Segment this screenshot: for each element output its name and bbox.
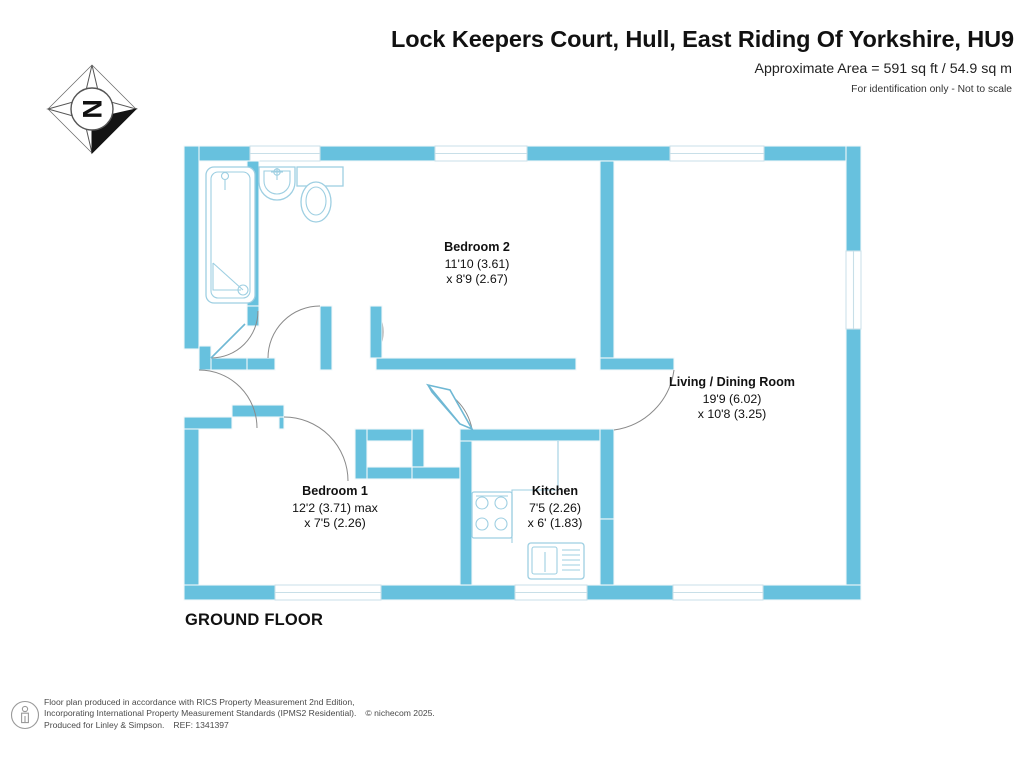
window-top-2 bbox=[434, 145, 528, 162]
wall-bed2-right bbox=[599, 160, 675, 371]
wall-left bbox=[183, 145, 200, 601]
footer-line-3: Produced for Linley & Simpson. REF: 13413… bbox=[44, 720, 435, 731]
header: Lock Keepers Court, Hull, East Riding Of… bbox=[0, 0, 1024, 110]
room-label-living-dining-room: Living / Dining Room 19'9 (6.02) x 10'8 … bbox=[641, 375, 823, 423]
door-hall-upper-left bbox=[198, 369, 258, 429]
wall-top bbox=[183, 145, 862, 162]
approximate-area: Approximate Area = 591 sq ft / 54.9 sq m bbox=[754, 61, 1013, 77]
window-bottom-1 bbox=[274, 584, 382, 601]
wall-bed2-bottom bbox=[375, 357, 577, 371]
kitchen-worktop-line bbox=[511, 441, 559, 543]
footer-line-1: Floor plan produced in accordance with R… bbox=[44, 697, 355, 707]
disclaimer-text: For identification only - Not to scale bbox=[851, 84, 1012, 95]
produced-for-text: Produced for Linley & Simpson. bbox=[44, 719, 165, 730]
bath-tub-icon bbox=[205, 166, 256, 304]
footer: Floor plan produced in accordance with R… bbox=[10, 697, 530, 747]
wall-kitchen-right bbox=[599, 428, 615, 586]
wall-hall-upper bbox=[246, 357, 276, 371]
person-in-circle-icon bbox=[10, 700, 40, 730]
door-kitchen bbox=[425, 383, 474, 431]
footer-line-2: Incorporating International Property Mea… bbox=[44, 708, 435, 719]
room-dimension-1: 11'10 (3.61) bbox=[444, 256, 510, 271]
compass-rose-icon: N bbox=[44, 63, 140, 155]
wall-bed2-left bbox=[319, 305, 333, 371]
room-dimension-2: x 10'8 (3.25) bbox=[697, 407, 767, 421]
wall-kitchen-left bbox=[459, 428, 473, 586]
footer-text: Floor plan produced in accordance with R… bbox=[44, 697, 435, 731]
wall-right bbox=[845, 145, 862, 601]
room-label-kitchen: Kitchen 7'5 (2.26) x 6' (1.83) bbox=[484, 484, 626, 532]
room-dimension-2: x 8'9 (2.67) bbox=[446, 272, 508, 286]
room-name: Bedroom 1 bbox=[302, 484, 368, 498]
wash-basin-icon bbox=[258, 166, 296, 201]
reference-number: REF: 1341397 bbox=[173, 719, 229, 730]
copyright-text: © nichecom 2025. bbox=[365, 708, 435, 719]
room-name: Living / Dining Room bbox=[669, 375, 795, 389]
room-dimension-1: 12'2 (3.71) max bbox=[292, 500, 378, 515]
window-right bbox=[845, 250, 862, 330]
window-bottom-2 bbox=[514, 584, 588, 601]
room-dimension-2: x 6' (1.83) bbox=[527, 516, 583, 530]
room-dimension-1: 7'5 (2.26) bbox=[529, 500, 581, 515]
page-title: Lock Keepers Court, Hull, East Riding Of… bbox=[390, 26, 1014, 52]
room-label-bedroom-2: Bedroom 2 11'10 (3.61) x 8'9 (2.67) bbox=[386, 240, 568, 288]
room-dimension-2: x 7'5 (2.26) bbox=[304, 516, 366, 530]
room-dimension-1: 19'9 (6.02) bbox=[702, 391, 762, 406]
wall-kitchen-top bbox=[459, 428, 613, 442]
room-label-bedroom-1: Bedroom 1 12'2 (3.71) max x 7'5 (2.26) bbox=[244, 484, 426, 532]
wall-bathroom-jamb bbox=[198, 345, 212, 371]
wall-bed1-top bbox=[183, 416, 285, 430]
window-top-1 bbox=[249, 145, 321, 162]
room-name: Kitchen bbox=[531, 484, 579, 498]
compass-north-letter: N bbox=[77, 99, 107, 119]
door-hall-cupboard bbox=[267, 305, 321, 359]
window-bottom-3 bbox=[672, 584, 764, 601]
door-bedroom-2 bbox=[369, 305, 384, 359]
room-name: Bedroom 2 bbox=[444, 240, 510, 254]
wall-bed1-door-jamb bbox=[231, 404, 285, 418]
toilet-icon bbox=[296, 166, 344, 223]
door-living-opening bbox=[613, 369, 675, 431]
door-bathroom bbox=[210, 310, 259, 359]
kitchen-sink-icon bbox=[527, 542, 585, 580]
floor-level-label: GROUND FLOOR bbox=[185, 611, 324, 629]
wall-bed1-right bbox=[354, 428, 473, 480]
footer-line-2a: Incorporating International Property Mea… bbox=[44, 708, 357, 719]
hob-icon bbox=[471, 491, 513, 539]
door-bedroom-1 bbox=[283, 416, 349, 482]
window-top-3 bbox=[669, 145, 765, 162]
